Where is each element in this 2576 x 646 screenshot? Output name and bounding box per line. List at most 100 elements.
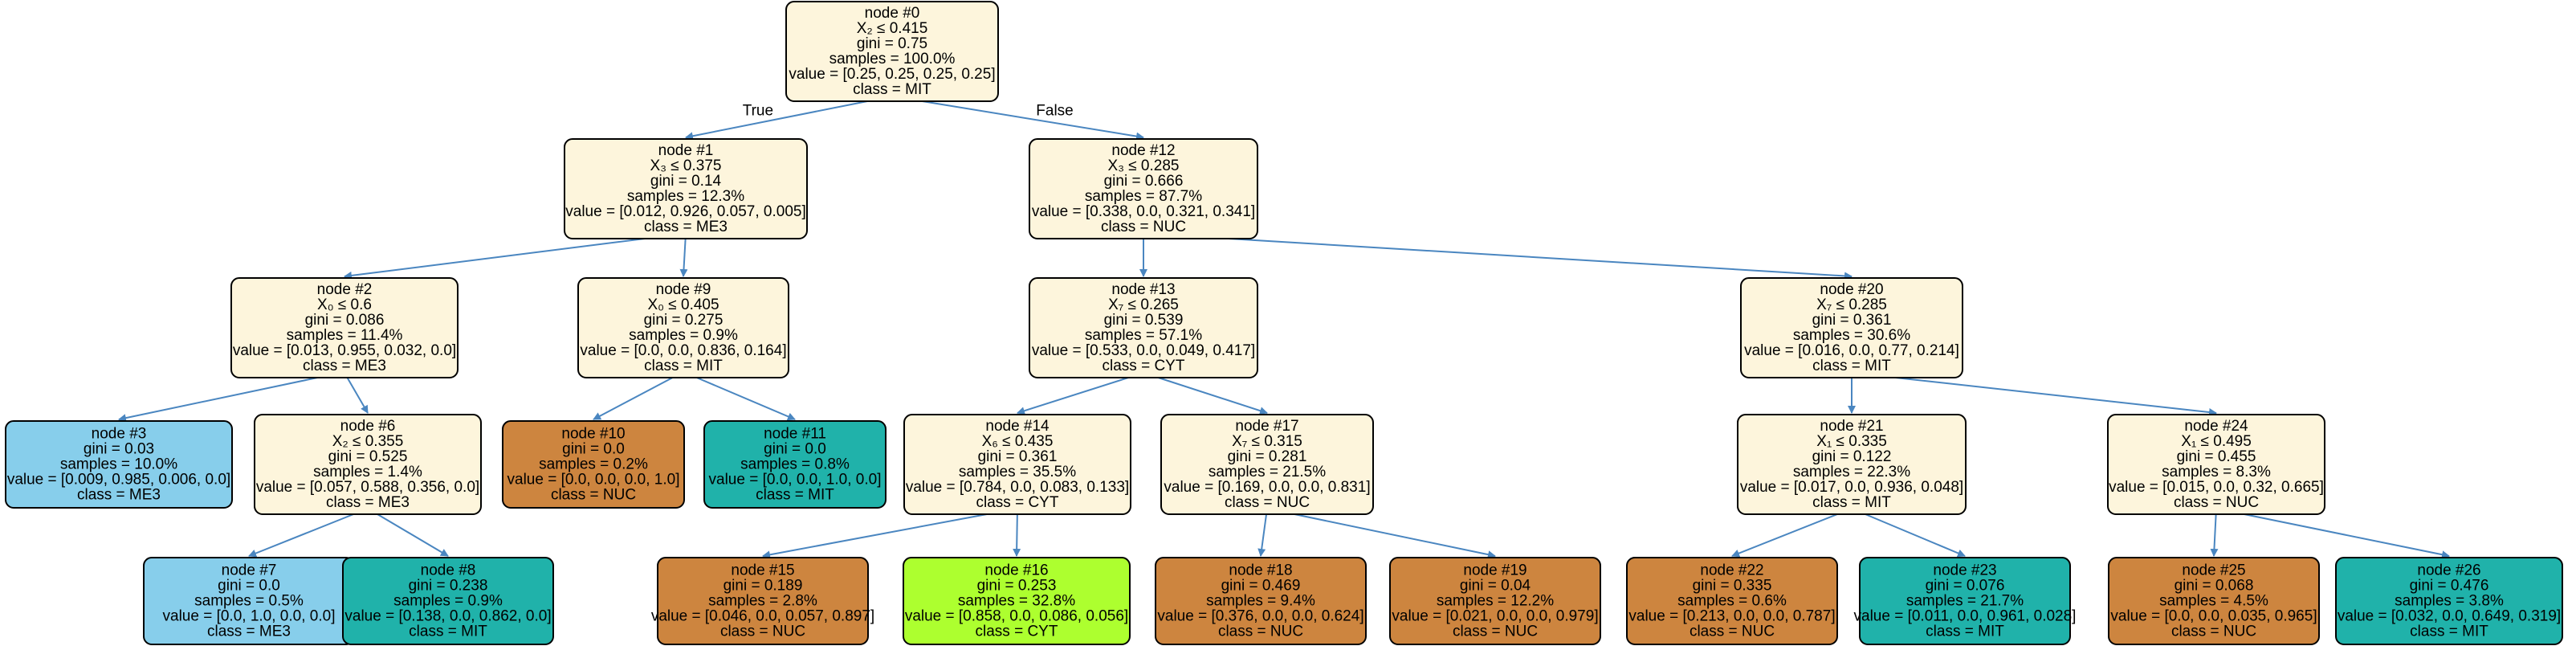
node-text-line: node #12 (1111, 142, 1175, 159)
node-text-line: value = [0.0, 0.0, 0.035, 0.965] (2110, 607, 2317, 624)
node-text-line: value = [0.533, 0.0, 0.049, 0.417] (1032, 342, 1255, 359)
node-text-line: samples = 0.2% (539, 456, 648, 472)
node-text-line: gini = 0.04 (1460, 577, 1531, 594)
node-text-line: class = MIT (409, 623, 487, 640)
node-text-line: gini = 0.455 (2177, 448, 2256, 465)
node-text-line: X₀ ≤ 0.6 (317, 296, 372, 313)
edge-6-8 (377, 513, 449, 557)
node-text-line: node #20 (1820, 281, 1883, 298)
node-box (564, 138, 808, 239)
node-text-line: class = CYT (976, 623, 1058, 640)
node-text-line: gini = 0.253 (977, 577, 1057, 594)
node-text-line: class = MIT (756, 486, 834, 503)
node-text-line: gini = 0.238 (409, 577, 488, 594)
node-text-line: class = ME3 (207, 623, 291, 640)
node-text-line: class = NUC (551, 486, 636, 503)
node-text-line: samples = 12.2% (1437, 592, 1554, 609)
node-text-line: node #18 (1229, 562, 1292, 579)
node-text-line: samples = 0.9% (393, 592, 503, 609)
edge-2-6 (346, 377, 369, 414)
node-text-line: class = NUC (1689, 623, 1775, 640)
node-text-line: class = NUC (2174, 494, 2259, 511)
edge-14-15 (762, 513, 988, 559)
node-text-line: value = [0.376, 0.0, 0.0, 0.624] (1157, 607, 1363, 624)
node-text-line: value = [0.017, 0.0, 0.936, 0.048] (1740, 479, 1963, 496)
node-text-line: gini = 0.361 (1812, 312, 1892, 329)
edge-21-23 (1865, 513, 1966, 558)
node-text-line: node #10 (561, 425, 625, 442)
node-box (1740, 277, 1963, 378)
node-text-line: class = MIT (1812, 494, 1891, 511)
node-text-line: samples = 12.3% (627, 188, 744, 205)
node-text-line: value = [0.013, 0.955, 0.032, 0.0] (233, 342, 456, 359)
node-box (1737, 414, 1967, 515)
node-text-line: gini = 0.281 (1228, 448, 1307, 465)
node-text-line: samples = 0.9% (629, 327, 738, 344)
node-text-line: node #25 (2182, 562, 2245, 579)
node-text-line: samples = 1.4% (313, 464, 422, 480)
edge-17-18 (1257, 513, 1268, 557)
edge-label-true: True (743, 103, 773, 120)
node-text-line: samples = 21.7% (1906, 592, 2024, 609)
node-text-line: gini = 0.03 (84, 440, 154, 457)
node-text-line: gini = 0.086 (305, 312, 385, 329)
edge-13-14 (1017, 377, 1129, 415)
node-text-line: value = [0.012, 0.926, 0.057, 0.005] (565, 203, 806, 220)
edge-21-22 (1731, 513, 1838, 558)
node-text-line: samples = 11.4% (287, 327, 403, 344)
node-box (577, 277, 789, 378)
node-text-line: class = NUC (1218, 623, 1303, 640)
node-text-line: gini = 0.0 (218, 577, 280, 594)
node-text-line: value = [0.338, 0.0, 0.321, 0.341] (1032, 203, 1255, 220)
node-text-line: node #13 (1111, 281, 1175, 298)
node-text-line: value = [0.0, 0.0, 1.0, 0.0] (709, 471, 882, 488)
edge-17-19 (1294, 513, 1496, 559)
node-text-line: samples = 0.8% (740, 456, 850, 472)
node-box (1859, 557, 2071, 645)
node-text-line: class = ME3 (77, 486, 161, 503)
node-text-line: X₇ ≤ 0.315 (1232, 433, 1302, 450)
node-box (230, 277, 459, 378)
node-box (1029, 277, 1258, 378)
node-text-line: class = CYT (976, 494, 1059, 511)
node-text-line: node #23 (1933, 562, 1996, 579)
node-text-line: class = NUC (720, 623, 805, 640)
node-text-line: value = [0.016, 0.0, 0.77, 0.214] (1744, 342, 1959, 359)
node-text-line: gini = 0.666 (1104, 173, 1184, 190)
node-text-line: value = [0.057, 0.588, 0.356, 0.0] (256, 479, 479, 496)
edge-0-1 (685, 100, 868, 141)
node-text-line: samples = 22.3% (1793, 464, 1910, 480)
node-text-line: value = [0.169, 0.0, 0.0, 0.831] (1164, 479, 1370, 496)
edge-12-20 (1228, 238, 1853, 280)
node-text-line: gini = 0.361 (978, 448, 1058, 465)
node-text-line: gini = 0.469 (1221, 577, 1301, 594)
node-text-line: value = [0.213, 0.0, 0.0, 0.787] (1628, 607, 1835, 624)
node-text-line: gini = 0.275 (644, 312, 723, 329)
node-box (2335, 557, 2563, 645)
node-text-line: class = NUC (1101, 219, 1186, 235)
node-text-line: class = MIT (853, 81, 931, 98)
node-text-line: value = [0.021, 0.0, 0.0, 0.979] (1392, 607, 1598, 624)
node-text-line: node #24 (2184, 418, 2248, 435)
edge-24-25 (2210, 513, 2219, 557)
node-text-line: gini = 0.076 (1926, 577, 2005, 594)
node-text-line: node #0 (865, 5, 920, 22)
node-text-line: X₇ ≤ 0.265 (1108, 296, 1179, 313)
node-text-line: X₁ ≤ 0.335 (1816, 433, 1887, 450)
node-text-line: X₆ ≤ 0.435 (982, 433, 1054, 450)
